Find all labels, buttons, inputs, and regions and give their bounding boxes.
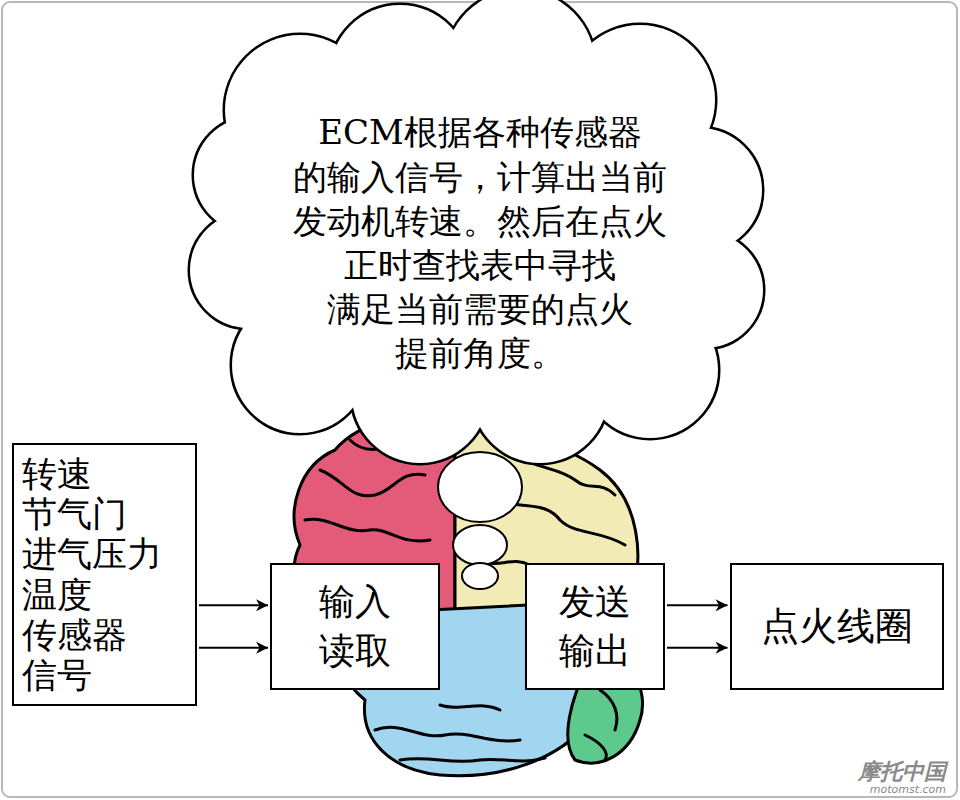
- watermark: 摩托中国motomst.com: [858, 760, 946, 796]
- node-text: 发送 输出: [554, 578, 636, 675]
- signal-arrow: [199, 604, 268, 606]
- signal-arrow: [199, 647, 268, 649]
- node-text: 转速 节气门 进气压力 温度 传感器 信号: [22, 454, 172, 696]
- signal-arrow: [667, 647, 728, 649]
- input-read-box: 输入 读取: [270, 563, 440, 690]
- sensor-list-box: 转速 节气门 进气压力 温度 传感器 信号: [12, 443, 197, 707]
- signal-arrow: [667, 604, 728, 606]
- cloud-outline: [190, 0, 763, 463]
- send-output-box: 发送 输出: [525, 563, 665, 690]
- node-text: 输入 读取: [314, 578, 396, 675]
- cloud-fill: [190, 0, 763, 463]
- node-text: 点火线圈: [742, 604, 932, 650]
- thought-bubbles: [438, 452, 522, 589]
- watermark-title: 摩托中国: [858, 760, 946, 784]
- thought-cloud-text: ECM根据各种传感器 的输入信号，计算出当前 发动机转速。然后在点火 正时查找表…: [252, 98, 708, 388]
- watermark-url: motomst.com: [858, 784, 946, 796]
- node-text: ECM根据各种传感器 的输入信号，计算出当前 发动机转速。然后在点火 正时查找表…: [260, 110, 700, 375]
- ignition-coil-box: 点火线圈: [730, 563, 944, 690]
